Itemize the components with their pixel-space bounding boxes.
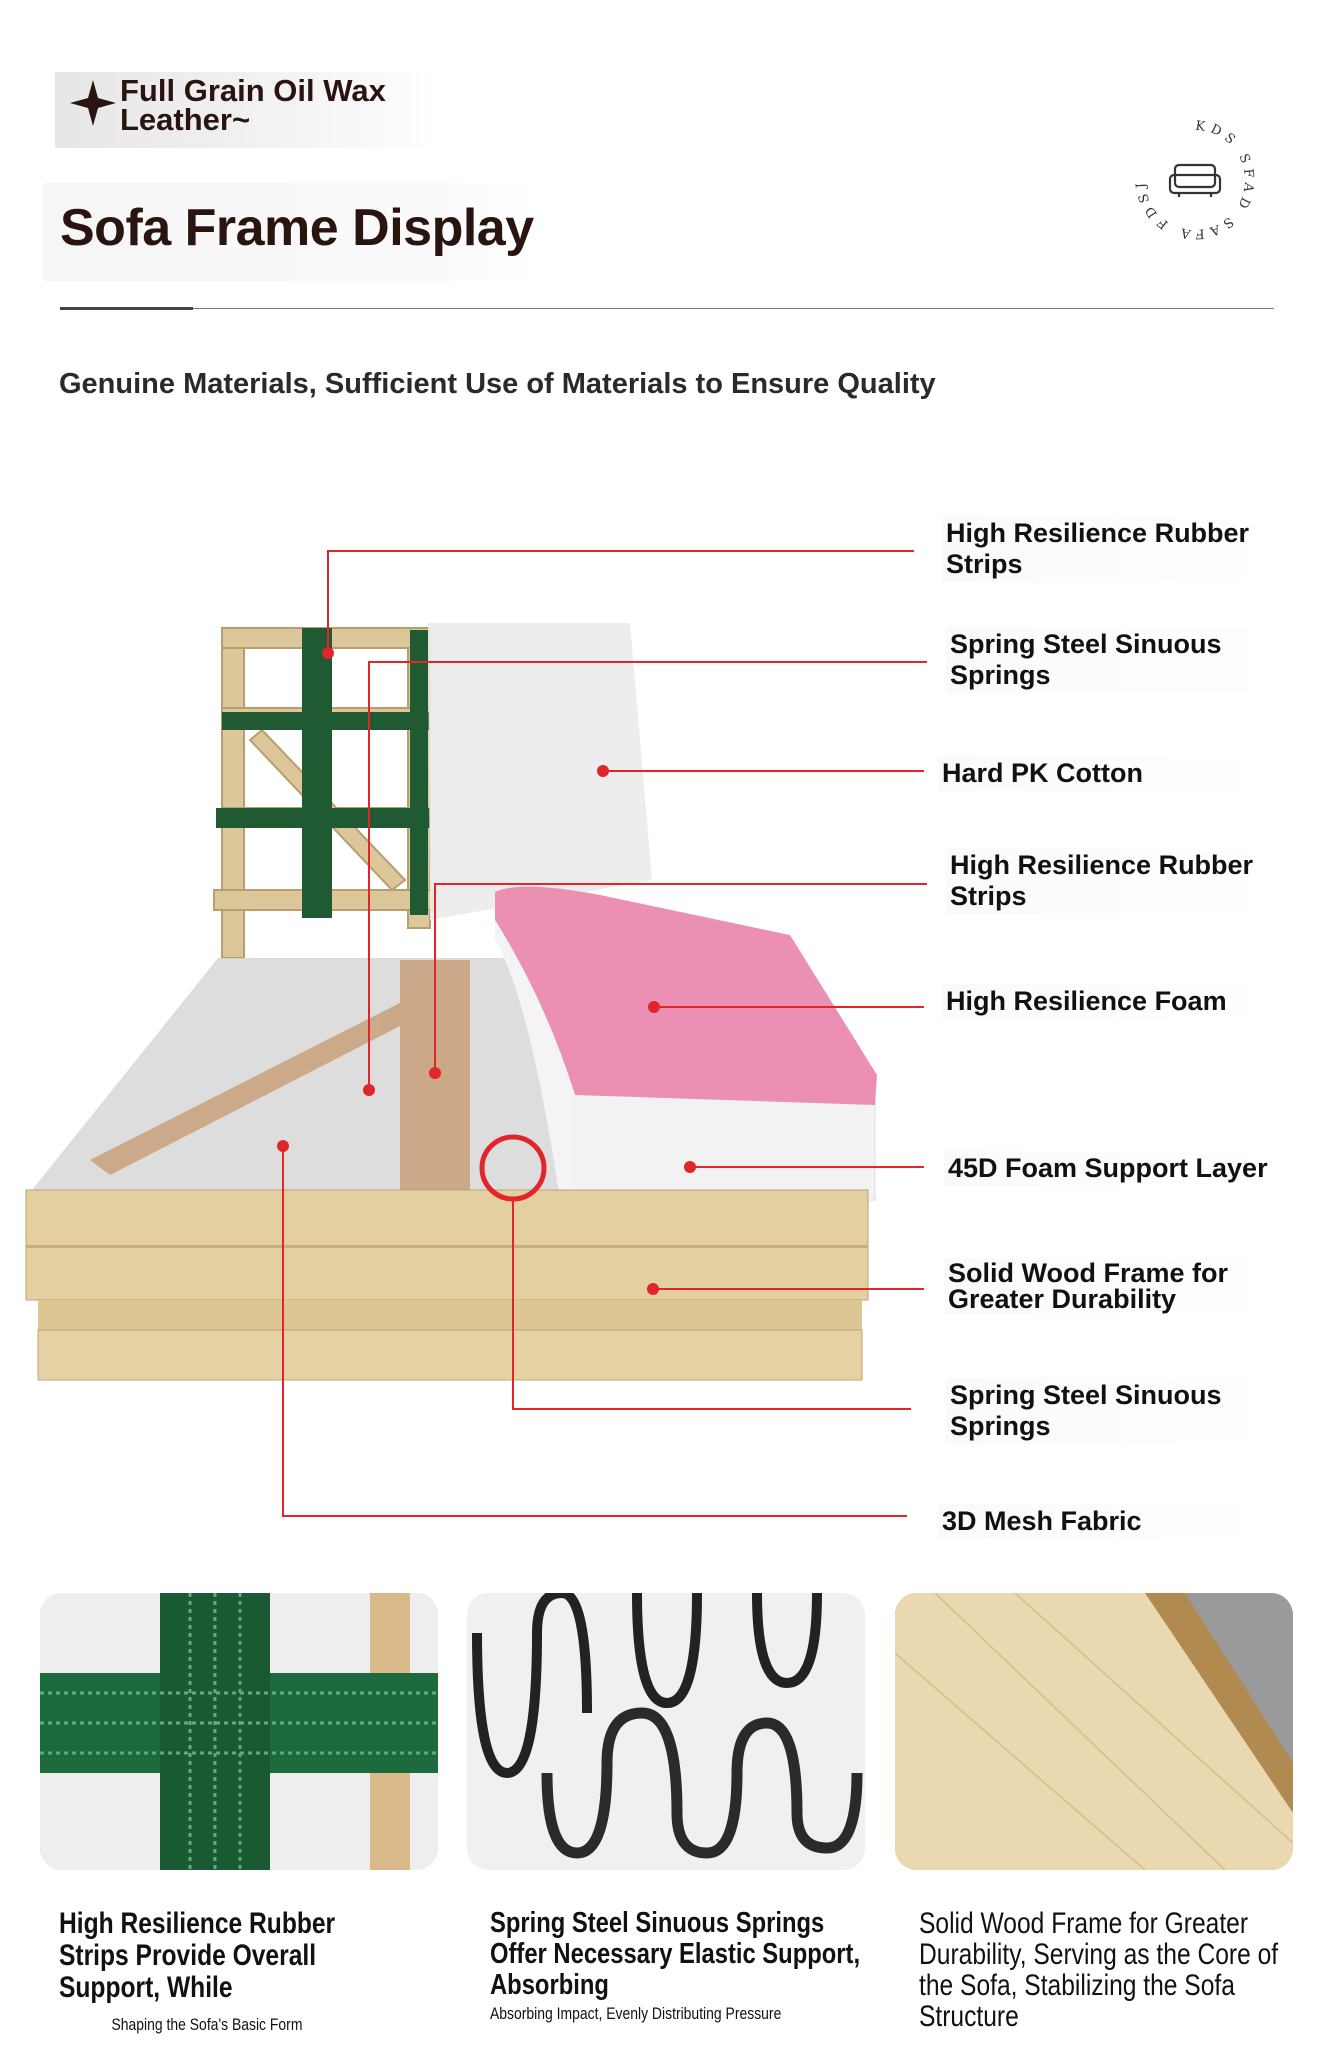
card-image-rubber-strips xyxy=(40,1593,438,1870)
card-image-sinuous-springs xyxy=(467,1593,865,1870)
label-rubber-strips-top: High Resilience Rubber Strips xyxy=(942,516,1272,582)
divider xyxy=(60,308,1274,309)
rubber-straps xyxy=(216,628,430,918)
callout-dots xyxy=(277,647,696,1295)
badge-background xyxy=(55,72,441,148)
label-45d-foam: 45D Foam Support Layer xyxy=(944,1151,1274,1186)
badge-text: Full Grain Oil Wax Leather~ xyxy=(120,73,386,137)
callout-lines xyxy=(282,550,927,1517)
label-rubber-strips-seat: High Resilience Rubber Strips xyxy=(946,848,1276,914)
page-title: Sofa Frame Display xyxy=(60,199,534,257)
divider-accent xyxy=(60,307,193,310)
card-caption-wood-frame: Solid Wood Frame for Greater Durability,… xyxy=(919,1908,1288,2032)
card-detail-rubber-strips: Shaping the Sofa's Basic Form xyxy=(111,2015,303,2034)
label-resilience-foam: High Resilience Foam xyxy=(942,984,1272,1019)
card-title-wood-frame: Solid Wood Frame for Greater Durability,… xyxy=(919,1907,1279,2033)
card-title-sinuous-springs: Spring Steel Sinuous Springs Offer Neces… xyxy=(490,1907,861,2001)
pk-cotton-panel xyxy=(428,623,652,920)
card-image-wood-frame xyxy=(895,1593,1293,1870)
title-background xyxy=(43,183,535,281)
label-sinuous-springs-top: Spring Steel Sinuous Springs xyxy=(946,627,1276,693)
card-caption-sinuous-springs: Spring Steel Sinuous Springs Offer Neces… xyxy=(490,1908,867,2023)
card-title-rubber-strips: High Resilience Rubber Strips Provide Ov… xyxy=(59,1907,336,2004)
label-mesh-fabric: 3D Mesh Fabric xyxy=(938,1504,1268,1539)
brand-logo: KDS SFAD SAFA FDSJ xyxy=(1134,119,1252,242)
label-wood-frame: Solid Wood Frame for Greater Durability xyxy=(944,1258,1274,1314)
subtitle: Genuine Materials, Sufficient Use of Mat… xyxy=(59,368,936,400)
card-detail-sinuous-springs: Absorbing Impact, Evenly Distributing Pr… xyxy=(490,2004,782,2023)
card-caption-rubber-strips: High Resilience Rubber Strips Provide Ov… xyxy=(59,1908,403,2034)
label-pk-cotton: Hard PK Cotton xyxy=(938,756,1268,791)
star-icon xyxy=(70,80,116,126)
label-sinuous-springs-bottom: Spring Steel Sinuous Springs xyxy=(946,1378,1276,1444)
resilience-foam xyxy=(495,886,877,1105)
